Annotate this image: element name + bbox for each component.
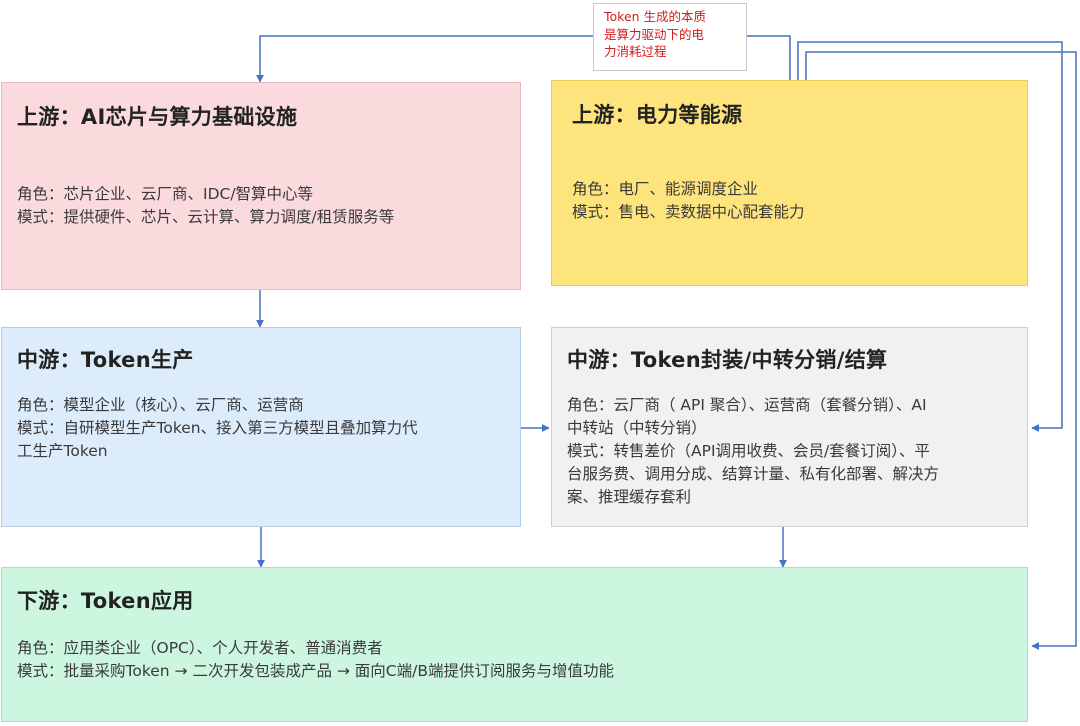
role-line: 中转站（中转分销） (567, 419, 707, 437)
box-description: 角色：应用类企业（OPC）、个人开发者、普通消费者 模式：批量采购Token →… (17, 637, 614, 683)
box-downstream-application: 下游：Token应用 角色：应用类企业（OPC）、个人开发者、普通消费者 模式：… (1, 567, 1028, 722)
box-title: 上游：AI芯片与算力基础设施 (17, 105, 298, 129)
mode-line: 模式：转售差价（API调用收费、会员/套餐订阅）、平 (567, 442, 930, 460)
mode-line: 模式：售电、卖数据中心配套能力 (572, 203, 805, 221)
mode-line: 模式：提供硬件、芯片、云计算、算力调度/租赁服务等 (17, 208, 395, 226)
mode-line: 模式：自研模型生产Token、接入第三方模型且叠加算力代 (17, 419, 418, 437)
box-title: 下游：Token应用 (17, 589, 194, 613)
box-upstream-chips: 上游：AI芯片与算力基础设施 角色：芯片企业、云厂商、IDC/智算中心等 模式：… (1, 82, 521, 290)
box-midstream-production: 中游：Token生产 角色：模型企业（核心）、云厂商、运营商 模式：自研模型生产… (1, 327, 521, 527)
role-line: 角色：电厂、能源调度企业 (572, 180, 759, 198)
mode-line: 模式：批量采购Token → 二次开发包装成产品 → 面向C端/B端提供订阅服务… (17, 662, 614, 680)
role-line: 角色：芯片企业、云厂商、IDC/智算中心等 (17, 185, 314, 203)
box-title: 中游：Token生产 (17, 348, 194, 372)
mode-line: 案、推理缓存套利 (567, 488, 692, 506)
box-title: 中游：Token封装/中转分销/结算 (567, 348, 888, 372)
note-line: 是算力驱动下的电 (604, 26, 705, 42)
role-line: 角色：应用类企业（OPC）、个人开发者、普通消费者 (17, 639, 383, 657)
role-line: 角色：模型企业（核心）、云厂商、运营商 (17, 396, 304, 414)
role-line: 角色：云厂商（ API 聚合）、运营商（套餐分销）、AI (567, 396, 927, 414)
box-description: 角色：云厂商（ API 聚合）、运营商（套餐分销）、AI 中转站（中转分销） 模… (567, 394, 939, 509)
box-description: 角色：电厂、能源调度企业 模式：售电、卖数据中心配套能力 (572, 178, 805, 224)
mode-line: 工生产Token (17, 442, 108, 460)
note-line: 力消耗过程 (604, 44, 667, 59)
box-midstream-distribution: 中游：Token封装/中转分销/结算 角色：云厂商（ API 聚合）、运营商（套… (551, 327, 1028, 527)
box-description: 角色：模型企业（核心）、云厂商、运营商 模式：自研模型生产Token、接入第三方… (17, 394, 418, 463)
box-description: 角色：芯片企业、云厂商、IDC/智算中心等 模式：提供硬件、芯片、云计算、算力调… (17, 183, 394, 229)
mode-line: 台服务费、调用分成、结算计量、私有化部署、解决方 (567, 465, 940, 483)
annotation-note: Token 生成的本质 是算力驱动下的电 力消耗过程 (593, 3, 747, 71)
note-line: Token 生成的本质 (604, 9, 707, 24)
box-upstream-power: 上游：电力等能源 角色：电厂、能源调度企业 模式：售电、卖数据中心配套能力 (551, 80, 1028, 286)
box-title: 上游：电力等能源 (572, 103, 743, 127)
